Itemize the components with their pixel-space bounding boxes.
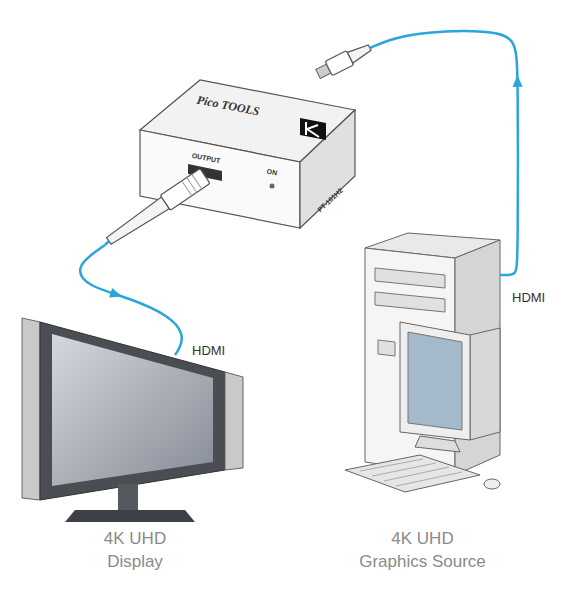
mouse xyxy=(484,479,500,489)
cable-stub xyxy=(500,274,505,277)
source-node: 4K UHD Graphics Source xyxy=(340,225,505,595)
cable-label: HDMI xyxy=(190,343,227,358)
port-label: OUTPUT xyxy=(191,152,221,164)
arrow-head xyxy=(513,75,523,87)
device-illustration xyxy=(140,80,355,228)
display-illustration xyxy=(22,318,243,522)
drive-bay xyxy=(375,292,445,312)
plug-relief xyxy=(105,197,169,247)
cable-label: HDMI xyxy=(510,290,547,305)
floppy-bay xyxy=(378,340,395,356)
cable-line xyxy=(80,245,182,355)
keyboard-keys xyxy=(360,459,462,486)
cable-line xyxy=(370,31,518,275)
hdmi-plug xyxy=(104,169,210,249)
plug-ribs xyxy=(182,174,202,196)
monitor-front xyxy=(400,322,470,440)
brand-logo-mark xyxy=(306,122,319,137)
hdmi-cable xyxy=(370,31,523,275)
hdmi-plug xyxy=(314,41,373,82)
hdmi-cable xyxy=(80,245,182,355)
display-neck xyxy=(118,484,138,511)
plug-body xyxy=(160,169,210,211)
keyboard xyxy=(345,455,480,492)
drive-bay xyxy=(375,268,445,288)
plug-relief xyxy=(347,42,372,63)
computer-illustration xyxy=(345,233,500,492)
product-name: Pico TOOLS xyxy=(195,93,260,120)
arrow-head xyxy=(109,288,122,297)
monitor-stand xyxy=(415,436,460,452)
display-screen xyxy=(52,334,213,486)
monitor-side xyxy=(470,328,500,440)
device-caption: 4K UHD Display xyxy=(80,528,190,574)
on-led xyxy=(270,184,275,189)
led-label: ON xyxy=(266,168,278,177)
device-side xyxy=(300,110,355,228)
device-caption: 4K UHD Graphics Source xyxy=(348,528,498,574)
brand-logo xyxy=(300,118,326,140)
speaker-left xyxy=(22,318,40,500)
device-box: Pico TOOLS OUTPUT ON PT-101H2 xyxy=(95,40,370,245)
cable-stub xyxy=(105,241,109,245)
model-number: PT-101H2 xyxy=(316,187,344,214)
display-node: 4K UHD Display xyxy=(20,355,250,595)
monitor-screen xyxy=(408,332,462,430)
display-base xyxy=(65,510,195,522)
device-front xyxy=(140,130,300,228)
speaker-right xyxy=(225,372,243,470)
